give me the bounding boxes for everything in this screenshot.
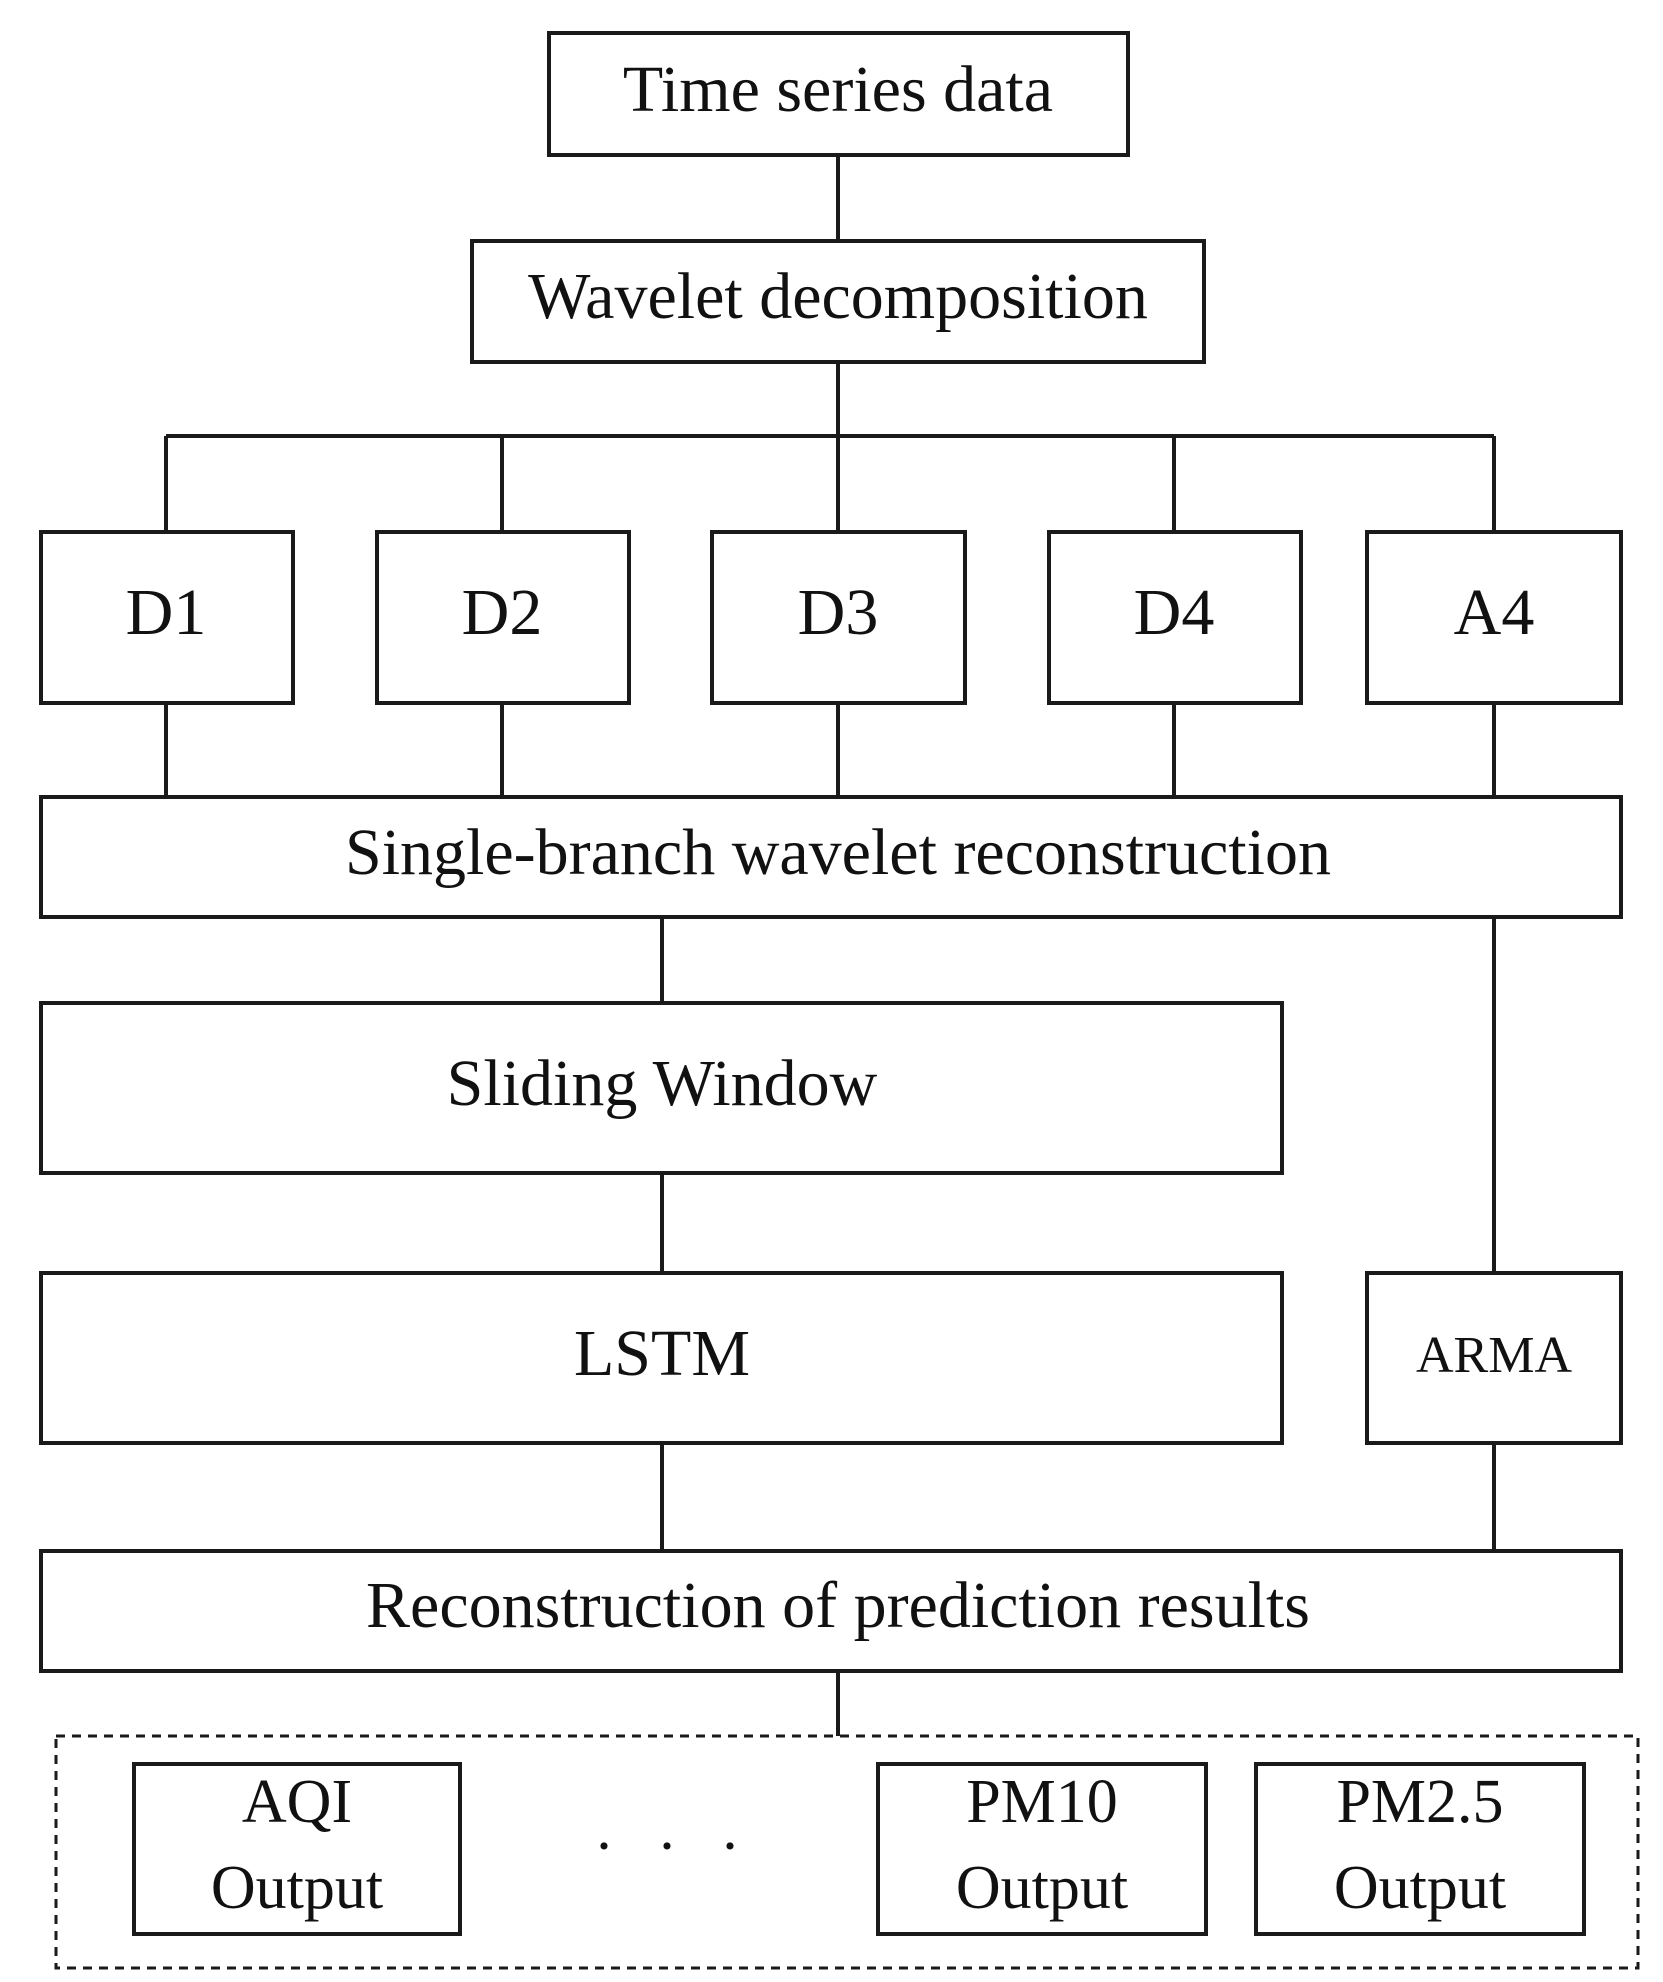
output-aqi-name: AQI <box>242 1768 352 1836</box>
wavelet-decomposition-box: Wavelet decomposition <box>470 239 1206 364</box>
output-pm10-label: Output <box>956 1854 1128 1922</box>
single-branch-reconstruction-label: Single-branch wavelet reconstruction <box>345 816 1331 889</box>
prediction-reconstruction-box: Reconstruction of prediction results <box>39 1549 1623 1673</box>
outputs-group-frame <box>54 1734 1640 1970</box>
time-series-data-label: Time series data <box>623 53 1053 126</box>
lstm-box: LSTM <box>39 1271 1284 1445</box>
connectors <box>164 155 1496 1736</box>
component-a4-label: A4 <box>1454 576 1535 649</box>
output-pm25-box: PM2.5 Output <box>1254 1762 1586 1936</box>
component-d3-label: D3 <box>798 576 879 649</box>
wavelet-decomposition-label: Wavelet decomposition <box>528 260 1148 333</box>
component-d2-label: D2 <box>462 576 543 649</box>
arma-label: ARMA <box>1416 1327 1572 1384</box>
more-outputs-ellipsis: · · · <box>594 1813 754 1879</box>
component-d1-label: D1 <box>126 576 207 649</box>
single-branch-reconstruction-box: Single-branch wavelet reconstruction <box>39 795 1623 919</box>
sliding-window-box: Sliding Window <box>39 1001 1284 1175</box>
component-d1-box: D1 <box>39 530 295 705</box>
prediction-reconstruction-label: Reconstruction of prediction results <box>366 1569 1310 1642</box>
component-d2-box: D2 <box>375 530 631 705</box>
arma-box: ARMA <box>1365 1271 1623 1445</box>
output-pm10-box: PM10 Output <box>876 1762 1208 1936</box>
output-aqi-box: AQI Output <box>132 1762 462 1936</box>
component-d4-box: D4 <box>1047 530 1303 705</box>
component-d3-box: D3 <box>710 530 967 705</box>
component-d4-label: D4 <box>1134 576 1215 649</box>
output-pm10-name: PM10 <box>966 1768 1118 1836</box>
sliding-window-label: Sliding Window <box>447 1047 878 1120</box>
output-pm25-name: PM2.5 <box>1336 1768 1503 1836</box>
component-a4-box: A4 <box>1365 530 1623 705</box>
time-series-data-box: Time series data <box>547 31 1130 157</box>
output-aqi-label: Output <box>211 1854 383 1922</box>
output-pm25-label: Output <box>1334 1854 1506 1922</box>
lstm-label: LSTM <box>574 1317 750 1390</box>
